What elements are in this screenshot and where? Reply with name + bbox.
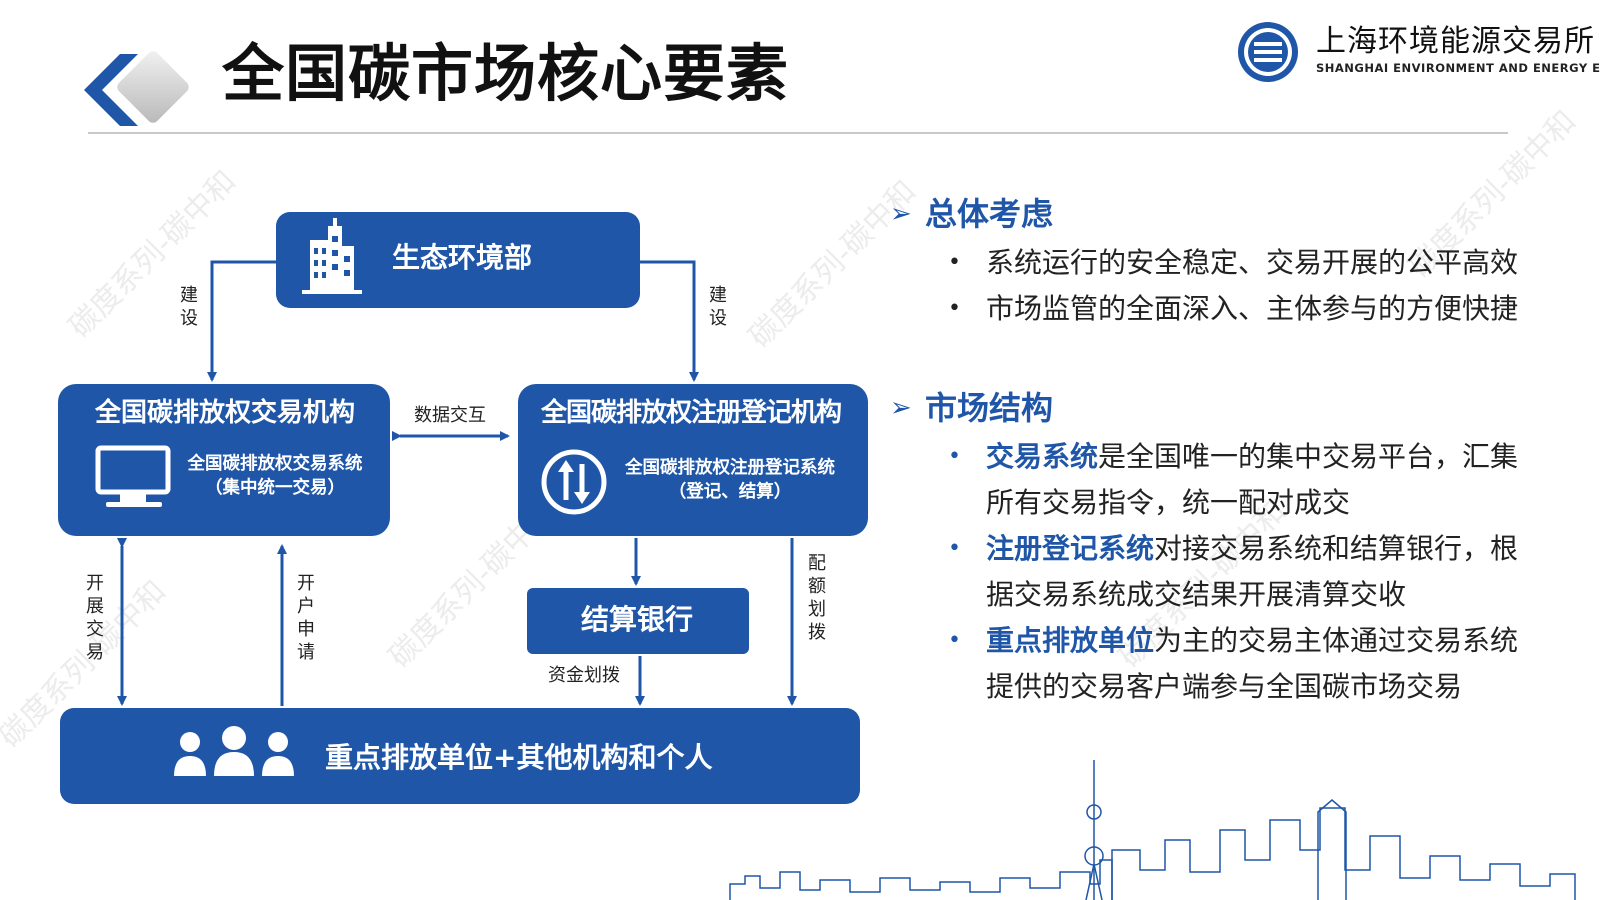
bullet-text: 为主的交易主体通过交易系统 <box>1154 624 1519 657</box>
section-title-market-structure: 市场结构 <box>925 389 1054 427</box>
exchange-logo-icon <box>1238 22 1298 82</box>
bullet-text: 提供的交易客户端参与全国碳市场交易 <box>986 670 1463 703</box>
chevron-left-icon <box>84 51 189 126</box>
logo-name-cn: 上海环境能源交易所 <box>1316 24 1595 59</box>
highlight-term: 交易系统 <box>986 440 1099 473</box>
settlement-bank-label: 结算银行 <box>580 603 693 636</box>
skyline-decoration <box>729 760 1576 900</box>
entities-label: 重点排放单位+其他机构和个人 <box>325 741 713 774</box>
open-trading-label: 开展交易 <box>86 573 104 663</box>
bullet-line: 交易系统是全国唯一的集中交易平台，汇集 <box>986 434 1518 480</box>
registry-institution-title: 全国碳排放权注册登记机构 <box>540 398 842 428</box>
bullet-text: 市场监管的全面深入、主体参与的方便快捷 <box>986 292 1519 325</box>
section-arrow-icon: ➢ <box>890 393 912 423</box>
trading-institution-title: 全国碳排放权交易机构 <box>94 398 355 428</box>
open-account-label: 开户申请 <box>297 573 315 663</box>
entities-box <box>60 708 860 804</box>
trading-system-note: （集中统一交易） <box>205 478 345 498</box>
bullet-dot: • <box>948 536 961 561</box>
title-divider <box>88 132 1508 134</box>
bullet-text: 系统运行的安全稳定、交易开展的公平高效 <box>986 246 1519 279</box>
bullet-text: 对接交易系统和结算银行，根 <box>1154 532 1519 565</box>
section-arrow-icon: ➢ <box>890 199 912 229</box>
page-title: 全国碳市场核心要素 <box>222 37 790 110</box>
bullet-text: 据交易系统成交结果开展清算交收 <box>986 578 1407 611</box>
build-label-left: 建设 <box>180 285 198 329</box>
fund-transfer-label: 资金划拨 <box>548 665 620 686</box>
registry-institution-box <box>518 384 868 536</box>
bullet-dot: • <box>948 628 961 653</box>
logo-name-en: SHANGHAI ENVIRONMENT AND ENERGY EXCHANGE <box>1316 61 1600 75</box>
ministry-label: 生态环境部 <box>392 241 533 274</box>
bullet-dot: • <box>948 250 961 275</box>
registry-system-note: （登记、结算） <box>668 482 792 502</box>
ministry-box <box>276 212 640 308</box>
settlement-bank-box <box>527 588 749 654</box>
bullet-dot: • <box>948 296 961 321</box>
people-icon <box>174 726 294 776</box>
highlight-term: 重点排放单位 <box>986 624 1155 657</box>
section-title-overall: 总体考虑 <box>925 195 1054 233</box>
arrow-build-left <box>207 260 276 382</box>
monitor-icon <box>95 445 171 507</box>
bullet-line: 重点排放单位为主的交易主体通过交易系统 <box>986 618 1518 664</box>
bullet-text: 是全国唯一的集中交易平台，汇集 <box>1098 440 1519 473</box>
registry-system-label: 全国碳排放权注册登记系统 <box>625 458 835 478</box>
highlight-term: 注册登记系统 <box>986 532 1155 565</box>
up-down-arrows-icon <box>541 449 607 515</box>
data-exchange-label: 数据交互 <box>414 405 486 426</box>
trading-system-label: 全国碳排放权交易系统 <box>187 454 363 474</box>
quota-allocation-label: 配额划拨 <box>808 553 826 643</box>
bullet-text: 所有交易指令，统一配对成交 <box>986 486 1351 519</box>
bullet-dot: • <box>948 444 961 469</box>
bullet-line: 注册登记系统对接交易系统和结算银行，根 <box>986 526 1518 572</box>
arrow-build-right <box>640 260 699 382</box>
build-label-right: 建设 <box>709 285 727 329</box>
